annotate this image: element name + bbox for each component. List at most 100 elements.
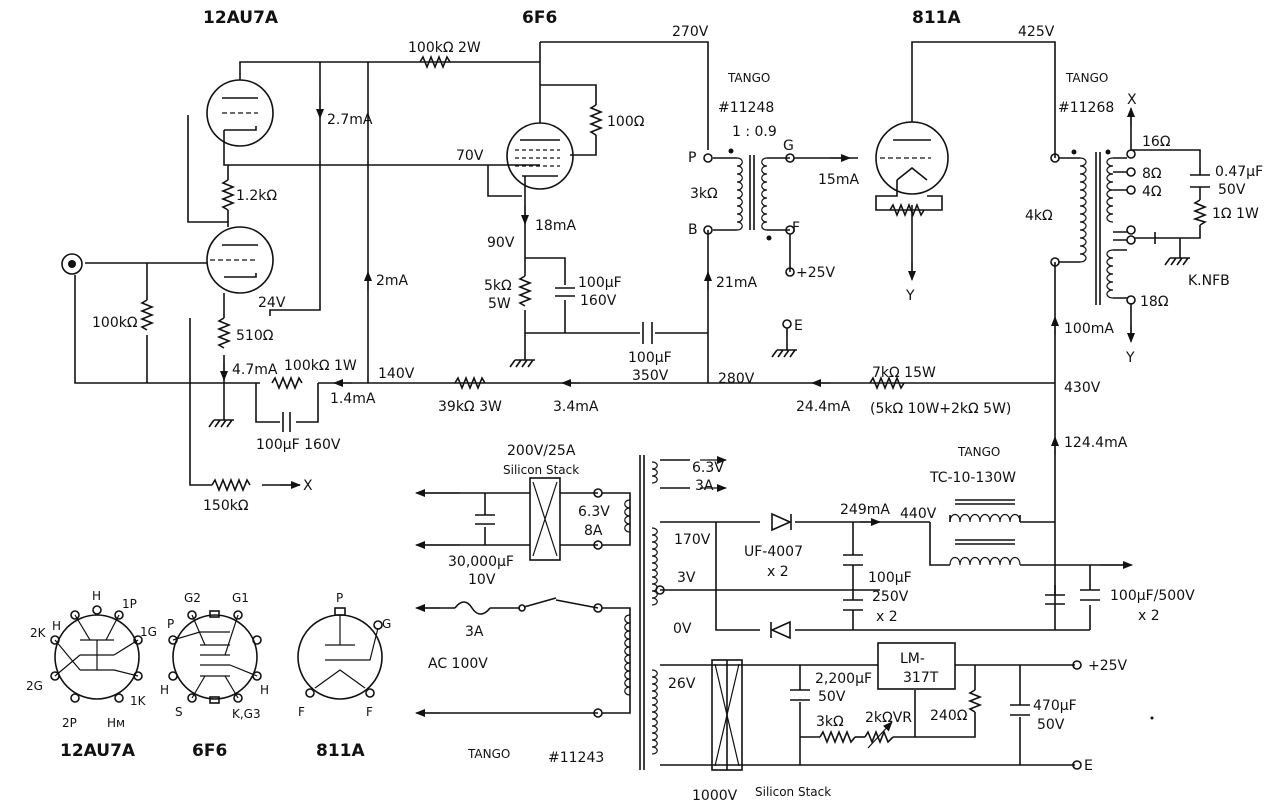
label-tango-output: TANGO [1065,71,1108,85]
label-diode: UF-4007 [744,544,803,560]
pin-c-f2: F [366,705,373,719]
label-imp-interstage: 3kΩ [690,186,718,202]
label-ac: AC 100V [428,656,488,672]
label-r-nfb-output: 1Ω 1W [1212,206,1259,222]
pin-a-1p: 1P [122,597,137,611]
tube-label-6f6: 6F6 [522,8,557,28]
label-i-c: 1.4mA [330,391,376,407]
label-stack1: 200V/25A [507,443,576,459]
label-c-2200: 2,200µF [815,671,872,687]
resistor-150k [211,477,251,493]
label-diode-x2: x 2 [767,564,789,580]
pin-a-2g: 2G [26,679,43,693]
label-out25: +25V [1088,658,1128,674]
resistor-39k [454,375,486,391]
label-r-7k: 7kΩ 15W [872,365,936,381]
label-c-cath-v: 160V [580,293,617,309]
pin-b-kg3: K,G3 [232,707,261,721]
terminal-e [1072,760,1082,770]
label-tap16: 16Ω [1142,134,1171,150]
label-i-249: 249mA [840,502,890,518]
capacitor-100uf-500v [1045,589,1100,605]
label-reg1: LM- [900,651,925,667]
pin-b-s: S [175,705,183,719]
label-v-280: 280V [718,371,755,387]
pin-a-1k: 1K [130,694,147,708]
pinout-label-12au7a: 12AU7A [60,741,136,761]
arrows-driver [521,206,830,387]
tube-label-811a: 811A [912,8,961,28]
label-r-240: 240Ω [930,708,968,724]
label-c-bypass-v: 350V [632,368,669,384]
label-heater8a-a: 8A [584,523,603,539]
output-transformer [1050,149,1136,305]
label-c-hv: 100µF [868,570,912,586]
label-c-500: 100µF/500V [1110,588,1195,604]
label-pin-b: B [688,222,698,238]
silicon-stack-2 [711,659,743,771]
label-c-470: 470µF [1033,698,1077,714]
pin-a-1g: 1G [140,625,157,639]
label-out-e: E [1084,758,1093,774]
capacitor-100uf-160v [555,287,575,297]
label-nfb-x: X [303,478,313,494]
label-ptrans: #11243 [548,750,604,766]
power-arrows [415,456,1133,717]
label-c-bypass: 100µF [628,350,672,366]
label-r-cath: 5kΩ [484,278,512,294]
label-heater3a-a: 3A [695,478,714,494]
label-v-430: 430V [1064,380,1101,396]
label-fuse: 3A [465,624,484,640]
label-choke-brand: TANGO [957,445,1000,459]
resistor-filament-pot [889,202,925,218]
label-i-cath-6f6: 18mA [535,218,576,234]
label-stack1-text: Silicon Stack [503,463,579,477]
tube-6f6 [506,122,574,190]
label-r-g2: 100Ω [607,114,645,130]
pinout-label-811a: 811A [316,741,365,761]
label-r-feed: 100kΩ 2W [408,40,481,56]
label-i-21: 21mA [716,275,757,291]
pinout-12au7a [50,605,143,703]
pin-c-g: G [382,617,391,631]
switch-icon [518,597,557,612]
capacitor-047uf [1190,174,1210,188]
label-stack2: Silicon Stack [755,785,831,799]
pin-c-p: P [336,591,343,605]
label-tap170: 170V [674,532,711,548]
label-c-nfb: 0.47µF [1215,164,1263,180]
input-stage-wiring [74,61,708,486]
label-i-244: 24.4mA [796,399,851,415]
label-i-34: 3.4mA [553,399,599,415]
capacitor-2200uf [790,689,810,701]
label-v-140: 140V [378,366,415,382]
silicon-stack-1 [529,477,561,561]
label-tap8: 8Ω [1142,166,1162,182]
label-model-interstage: #11248 [718,100,774,116]
label-i-plate: 2.7mA [327,112,373,128]
label-choke: TC-10-130W [929,470,1016,486]
label-pin-p: P [688,150,696,166]
label-c-2200-v: 50V [818,689,846,705]
tube-811a [875,121,949,195]
label-i-100: 100mA [1064,321,1114,337]
label-i-b: 2mA [376,273,409,289]
label-r-3k: 3kΩ [816,714,844,730]
resistor-5k-5w [517,275,533,307]
tube-12au7a-lower [206,226,274,294]
label-imp-output: 4kΩ [1025,208,1053,224]
diode-lower-icon [770,620,791,640]
ground-icon-input [208,410,234,428]
capacitor-100uf-160v-dec [282,412,291,432]
pin-a-hm: Hм [107,716,125,730]
pin-b-p: P [167,617,174,631]
label-v-grid-6f6: 70V [456,148,484,164]
label-c-30000-v: 10V [468,572,496,588]
label-r-grid: 100kΩ [92,315,138,331]
resistor-100k-2w [419,54,451,70]
label-knfb: K.NFB [1188,273,1230,289]
label-tango-ptrans: TANGO [467,747,510,761]
label-out-x: X [1127,92,1137,108]
pinout-6f6 [168,610,262,704]
label-tap4: 4Ω [1142,184,1162,200]
